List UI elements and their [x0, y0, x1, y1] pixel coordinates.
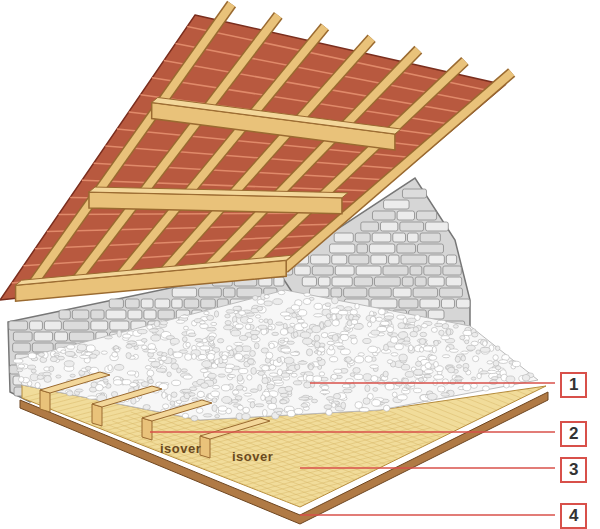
purlin-top [16, 255, 293, 285]
floor-joist-end [200, 436, 210, 458]
callout-number: 3 [560, 457, 587, 483]
callout-number: 1 [560, 372, 587, 398]
floor-joist-end [142, 418, 152, 440]
vapour-membrane [22, 385, 546, 507]
rafter [23, 4, 231, 297]
insulation-pebbles [13, 290, 534, 421]
rafter-edge [67, 15, 279, 292]
brand-print: isover [232, 449, 273, 464]
leader-line [310, 382, 555, 384]
rafter-edge [284, 72, 511, 268]
callout-number: 2 [560, 421, 587, 447]
purlin-top [89, 187, 348, 198]
leader-line [300, 514, 555, 516]
floor-joist-end [40, 390, 50, 412]
rafter [241, 61, 465, 273]
floor-joist-end [92, 404, 102, 426]
rafter [284, 72, 511, 268]
rafter [67, 15, 279, 292]
floor-joist-top [40, 372, 110, 393]
leader-line [300, 467, 555, 469]
brand-print: isover [160, 441, 201, 456]
callout-number: 4 [560, 503, 587, 529]
floor-joist-top [200, 418, 270, 439]
rafter [110, 27, 325, 288]
roof-tiles [0, 15, 505, 300]
rafter-edge [23, 4, 231, 297]
floor-joist-top [142, 400, 212, 421]
rafter-edge [110, 27, 325, 288]
loose-fill-insulation [15, 290, 538, 420]
leader-line [150, 431, 555, 433]
rafter-edge [241, 61, 465, 273]
floor-joist-top [92, 386, 162, 407]
purlin-top [152, 97, 401, 134]
